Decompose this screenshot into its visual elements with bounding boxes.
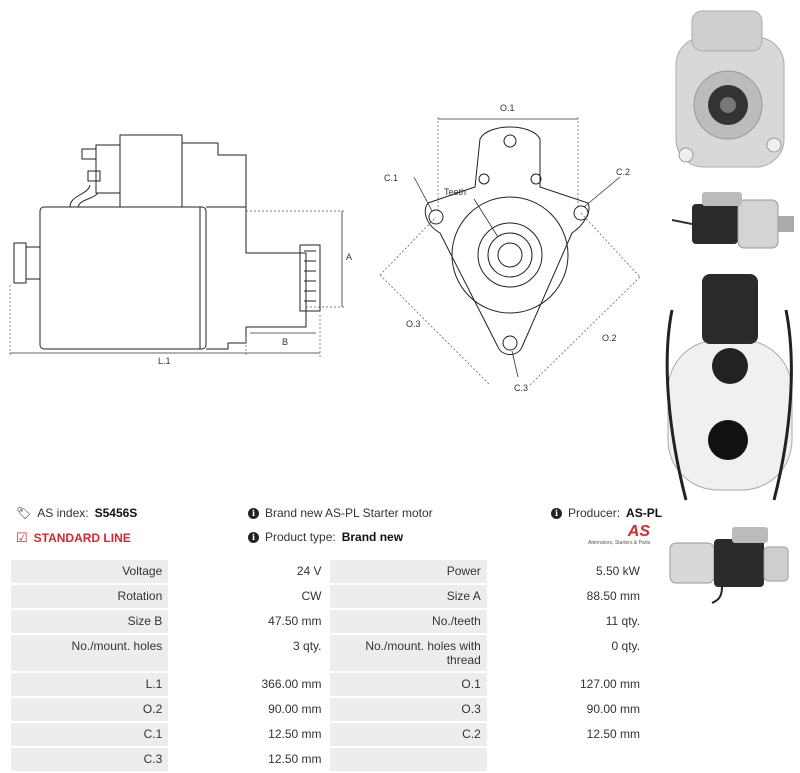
spec-key: Size A	[329, 585, 487, 608]
product-photo-rear	[662, 270, 798, 520]
spec-value: 11 qty.	[488, 610, 646, 633]
spec-key: No./teeth	[329, 610, 487, 633]
spec-key: No./mount. holes	[11, 635, 169, 671]
spec-key: C.2	[329, 723, 487, 746]
spec-value: 3 qty.	[170, 635, 328, 671]
description-row: i Brand new AS-PL Starter motor	[248, 506, 433, 520]
dim-a-label: A	[346, 252, 352, 262]
spec-value: 47.50 mm	[170, 610, 328, 633]
as-index-row: 🏷︎ AS index: S5456S	[16, 506, 137, 520]
spec-value: 24 V	[170, 560, 328, 583]
spec-value: 12.50 mm	[170, 723, 328, 746]
spec-value: 90.00 mm	[488, 698, 646, 721]
producer-value: AS-PL	[626, 506, 663, 520]
dim-c1-label: C.1	[384, 173, 398, 183]
info-icon: i	[248, 531, 259, 543]
dim-l1-label: L.1	[158, 356, 171, 366]
spec-key: C.1	[11, 723, 169, 746]
spec-value	[488, 748, 646, 771]
spec-key: Voltage	[11, 560, 169, 583]
spec-key: C.3	[11, 748, 169, 771]
spec-value: 0 qty.	[488, 635, 646, 671]
producer-label: Producer:	[568, 506, 621, 520]
spec-key: O.2	[11, 698, 169, 721]
dim-o3-label: O.3	[406, 319, 421, 329]
spec-key: Rotation	[11, 585, 169, 608]
product-type-value: Brand new	[341, 530, 404, 544]
as-logo-tagline: Alternators, Starters & Parts	[588, 540, 651, 546]
spec-value: 127.00 mm	[488, 673, 646, 696]
spec-key: O.1	[329, 673, 487, 696]
checkbox-icon: ☑	[16, 530, 28, 545]
spec-value: 12.50 mm	[170, 748, 328, 771]
spec-key: L.1	[11, 673, 169, 696]
spec-key: Size B	[11, 610, 169, 633]
spec-value: 366.00 mm	[170, 673, 328, 696]
teeth-label: Teeth	[444, 187, 466, 197]
dim-c3-label: C.3	[514, 383, 528, 393]
product-photo-side-large	[662, 525, 798, 605]
producer-row: i Producer: AS-PL	[551, 506, 662, 520]
front-view-drawing: O.1 C.1 C.2 Teeth O.3 O.2 C.3	[379, 103, 641, 393]
as-index-label: AS index:	[37, 506, 89, 520]
dim-o1-label: O.1	[500, 103, 515, 113]
side-view-drawing: L.1 A B	[9, 134, 352, 366]
dim-c2-label: C.2	[616, 167, 630, 177]
product-type-row: i Product type: Brand new	[248, 530, 403, 544]
dim-o2-label: O.2	[602, 333, 617, 343]
spec-key: Power	[329, 560, 487, 583]
product-photo-front	[662, 5, 798, 185]
spec-key: O.3	[329, 698, 487, 721]
info-icon: i	[551, 507, 562, 519]
product-description: Brand new AS-PL Starter motor	[265, 506, 433, 520]
product-type-label: Product type:	[265, 530, 336, 544]
tag-icon: 🏷︎	[16, 506, 32, 520]
spec-value: 90.00 mm	[170, 698, 328, 721]
spec-value: CW	[170, 585, 328, 608]
dim-b-label: B	[282, 337, 288, 347]
as-index-value: S5456S	[94, 506, 138, 520]
as-logo-mark: AS	[627, 523, 650, 540]
spec-value: 88.50 mm	[488, 585, 646, 608]
product-photo-side-small	[662, 190, 798, 256]
standard-line-label: STANDARD LINE	[33, 531, 131, 545]
as-logo: AS Alternators, Starters & Parts	[588, 523, 651, 547]
spec-value: 12.50 mm	[488, 723, 646, 746]
spec-key	[329, 748, 487, 771]
spec-key: No./mount. holes with thread	[329, 635, 487, 671]
info-icon: i	[248, 507, 259, 519]
line-row: ☑ STANDARD LINE	[16, 530, 131, 546]
spec-value: 5.50 kW	[488, 560, 646, 583]
